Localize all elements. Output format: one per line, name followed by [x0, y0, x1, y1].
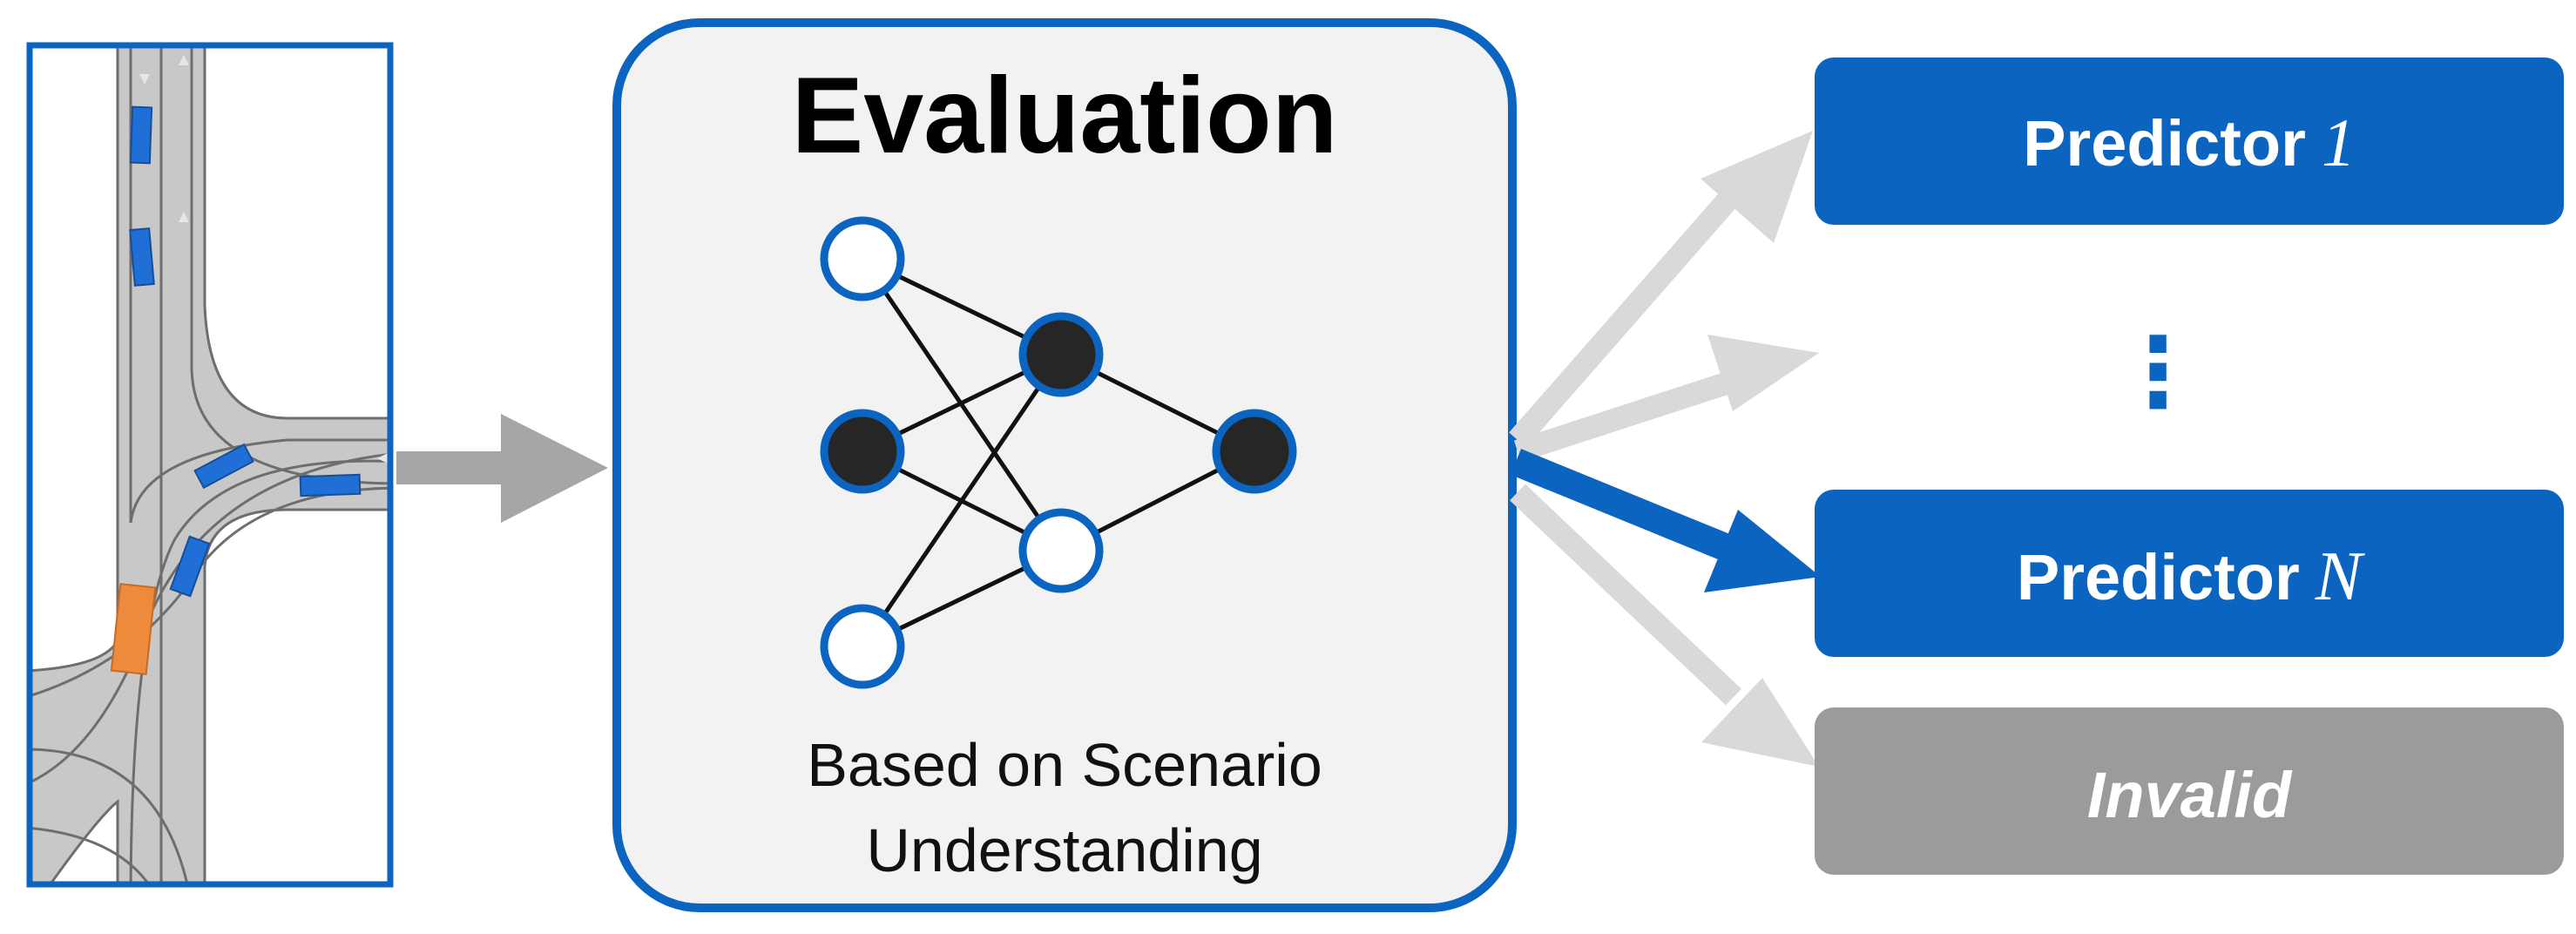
- vehicle-icons: [110, 105, 362, 675]
- output-node: [1212, 409, 1297, 494]
- arrow-to-ellipsis: [1707, 335, 1819, 411]
- arrow-to-invalid: [1701, 678, 1819, 767]
- ellipsis-icon: ⋮: [2110, 319, 2206, 426]
- right-road: [205, 305, 390, 566]
- vehicle-1: [129, 105, 153, 165]
- predictor-1-index: 1: [2322, 105, 2356, 180]
- predictor-n-index: N: [2315, 538, 2366, 615]
- intersection-map-icon: [30, 45, 390, 884]
- arrow-to-predictor-1: [1700, 131, 1813, 243]
- ego-vehicle: [110, 583, 157, 675]
- evaluation-title: Evaluation: [791, 56, 1337, 176]
- evaluation-panel: Evaluation Based on Scenario Understandi…: [612, 18, 1517, 912]
- scenario-map: [26, 42, 394, 888]
- input-node-1: [820, 216, 905, 301]
- input-arrow: [396, 414, 608, 523]
- vehicle-3: [193, 443, 254, 490]
- arrow-to-predictor-n: [1704, 510, 1821, 592]
- vehicle-5: [169, 535, 211, 598]
- caption-line-2: Understanding: [866, 816, 1262, 884]
- input-node-2: [820, 409, 905, 494]
- vehicle-4: [299, 473, 362, 497]
- predictor-1-label: Predictor: [2023, 107, 2306, 179]
- predictor-n-label: Predictor: [2017, 541, 2300, 613]
- hidden-node-2: [1018, 508, 1104, 593]
- invalid-box: Invalid: [1815, 707, 2564, 875]
- vehicle-2: [129, 227, 155, 287]
- neural-network-icon: [820, 216, 1297, 689]
- caption-line-1: Based on Scenario: [807, 731, 1322, 799]
- output-arrows: [1509, 131, 1821, 767]
- input-node-3: [820, 604, 905, 689]
- invalid-label: Invalid: [2087, 759, 2293, 831]
- hidden-node-1: [1018, 312, 1104, 397]
